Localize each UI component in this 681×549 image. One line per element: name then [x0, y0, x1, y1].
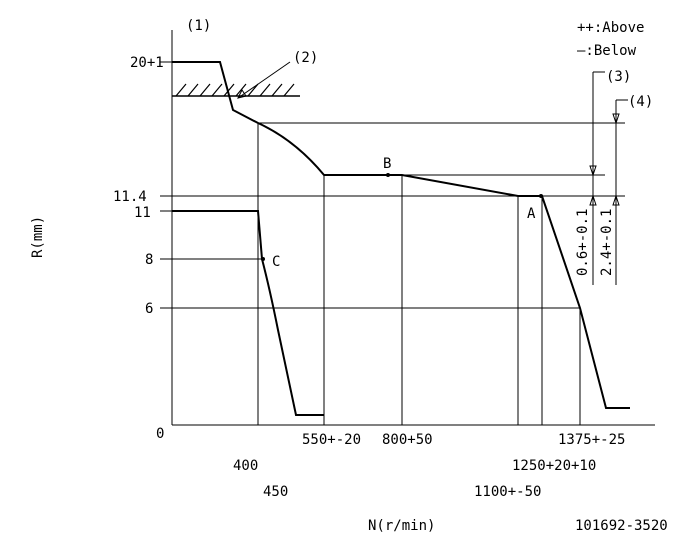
point-c-marker: [261, 257, 265, 261]
dim-label-2-4: 2.4+-0.1: [599, 209, 615, 276]
x-tick-label: 450: [263, 484, 288, 500]
y-tick-label: 20+1: [130, 55, 164, 71]
document-code: 101692-3520: [575, 518, 668, 534]
x-tick-label: 550+-20: [302, 432, 361, 448]
y-tick-label: 6: [145, 301, 153, 317]
leader-2-arrow: [237, 89, 247, 99]
full-load-curve: [172, 61, 630, 409]
point-a-label: A: [527, 206, 536, 222]
y-tick-label: 8: [145, 252, 153, 268]
point-b-marker: [386, 173, 390, 177]
point-c-label: C: [272, 254, 280, 270]
ref-label-2: (2): [293, 50, 318, 66]
ref-label-1: (1): [186, 18, 211, 34]
x-tick-label: 800+50: [382, 432, 433, 448]
leader-2: [237, 61, 291, 99]
x-tick-label: 1375+-25: [558, 432, 625, 448]
point-b-label: B: [383, 156, 391, 172]
dim-3-arrow-bottom: [589, 194, 597, 206]
idle-curve: [172, 210, 324, 416]
x-axis-title: N(r/min): [368, 518, 435, 534]
legend-below: —:Below: [577, 43, 637, 59]
y-axis-title: R(mm): [30, 216, 46, 258]
legend-above: ++:Above: [577, 20, 644, 36]
stopper-hatch: [175, 83, 295, 97]
dim-label-0-6: 0.6+-0.1: [575, 209, 591, 276]
y-tick-label: 0: [156, 426, 164, 442]
y-tick-label: 11: [134, 205, 151, 221]
dim-4-arrow-bottom: [612, 194, 620, 206]
ref-label-3: (3): [606, 69, 631, 85]
y-tick-label: 11.4: [113, 189, 147, 205]
point-a-marker: [539, 194, 543, 198]
x-tick-label: 1100+-50: [474, 484, 541, 500]
dim-3-arrow-top: [589, 165, 597, 177]
dim-4-arrow-top: [612, 113, 620, 125]
x-tick-label: 1250+20+10: [512, 458, 596, 474]
x-tick-label: 400: [233, 458, 258, 474]
ref-label-4: (4): [628, 94, 653, 110]
